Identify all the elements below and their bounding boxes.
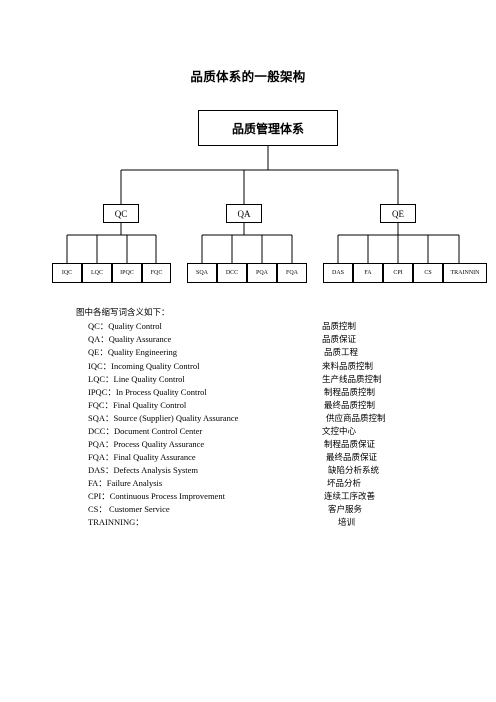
node-cs: CS — [413, 263, 443, 283]
legend-term: QC：Quality Control — [88, 321, 162, 331]
legend-row: QE：Quality Engineering 品质工程 — [0, 346, 496, 357]
legend-term: IPQC：In Process Quality Control — [88, 387, 207, 397]
legend-meaning: 最终品质控制 — [324, 400, 376, 410]
legend-meaning: 来料品质控制 — [322, 361, 374, 371]
legend-row: PQA：Process Quality Assurance 制程品质保证 — [0, 438, 496, 449]
legend-intro: 图中各缩写词含义如下： — [76, 307, 170, 317]
legend-row: FQC：Final Quality Control 最终品质控制 — [0, 399, 496, 410]
legend-meaning: 培训 — [338, 517, 356, 527]
node-lqc: LQC — [82, 263, 112, 283]
legend-meaning: 制程品质保证 — [324, 439, 376, 449]
node-dcc: DCC — [217, 263, 247, 283]
node-ipqc: IPQC — [112, 263, 142, 283]
legend-meaning: 客户服务 — [328, 504, 363, 514]
legend-row: DCC：Document Control Center 文控中心 — [0, 425, 496, 436]
legend-meaning: 连续工序改善 — [324, 491, 376, 501]
node-qa: QA — [226, 204, 262, 223]
legend-meaning: 供应商品质控制 — [326, 413, 386, 423]
node-das: DAS — [323, 263, 353, 283]
legend-row: CPI：Continuous Process Improvement 连续工序改善 — [0, 490, 496, 501]
legend-row: QC：Quality Control 品质控制 — [0, 320, 496, 331]
legend-meaning: 制程品质控制 — [324, 387, 376, 397]
node-fqa: FQA — [277, 263, 307, 283]
node-trainnin: TRAINNIN — [443, 263, 487, 283]
node-sqa: SQA — [187, 263, 217, 283]
legend-term: FQA：Final Quality Assurance — [88, 452, 196, 462]
node-fqc: FQC — [142, 263, 171, 283]
legend-term: QE：Quality Engineering — [88, 347, 177, 357]
legend-meaning: 品质控制 — [322, 321, 357, 331]
legend-term: LQC：Line Quality Control — [88, 374, 185, 384]
node-fa: FA — [353, 263, 383, 283]
legend-row: FQA：Final Quality Assurance 最终品质保证 — [0, 451, 496, 462]
node-cpi: CPI — [383, 263, 413, 283]
legend-term: QA：Quality Assurance — [88, 334, 172, 344]
root-node: 品质管理体系 — [198, 110, 338, 146]
node-iqc: IQC — [52, 263, 82, 283]
legend-row: LQC：Line Quality Control 生产线品质控制 — [0, 373, 496, 384]
legend-row: IQC：Incoming Quality Control 来料品质控制 — [0, 360, 496, 371]
legend-term: SQA：Source (Supplier) Quality Assurance — [88, 413, 239, 423]
legend-meaning: 生产线品质控制 — [322, 374, 382, 384]
legend-term: IQC：Incoming Quality Control — [88, 361, 200, 371]
legend-term: FQC：Final Quality Control — [88, 400, 187, 410]
legend-meaning: 品质工程 — [324, 347, 359, 357]
node-pqa: PQA — [247, 263, 277, 283]
legend-term: DCC：Document Control Center — [88, 426, 203, 436]
legend-term: CPI：Continuous Process Improvement — [88, 491, 225, 501]
legend-row: IPQC：In Process Quality Control 制程品质控制 — [0, 386, 496, 397]
legend-meaning: 品质保证 — [322, 334, 357, 344]
legend-term: TRAINNING： — [88, 517, 144, 527]
legend-row: QA：Quality Assurance 品质保证 — [0, 333, 496, 344]
legend-term: DAS：Defects Analysis System — [88, 465, 199, 475]
legend-term: PQA：Process Quality Assurance — [88, 439, 205, 449]
node-qc: QC — [103, 204, 139, 223]
legend-row: TRAINNING： 培训 — [0, 516, 496, 527]
legend-row: DAS：Defects Analysis System 缺陷分析系统 — [0, 464, 496, 475]
legend-meaning: 文控中心 — [322, 426, 357, 436]
legend-meaning: 缺陷分析系统 — [328, 465, 380, 475]
legend-term: CS： Customer Service — [88, 504, 170, 514]
legend-meaning: 坏品分析 — [327, 478, 362, 488]
page-title: 品质体系的一般架构 — [190, 69, 306, 84]
legend-meaning: 最终品质保证 — [326, 452, 378, 462]
node-qe: QE — [380, 204, 416, 223]
legend-term: FA：Failure Analysis — [88, 478, 163, 488]
legend-row: CS： Customer Service 客户服务 — [0, 503, 496, 514]
legend-row: FA：Failure Analysis 坏品分析 — [0, 477, 496, 488]
legend-row: SQA：Source (Supplier) Quality Assurance 供… — [0, 412, 496, 423]
